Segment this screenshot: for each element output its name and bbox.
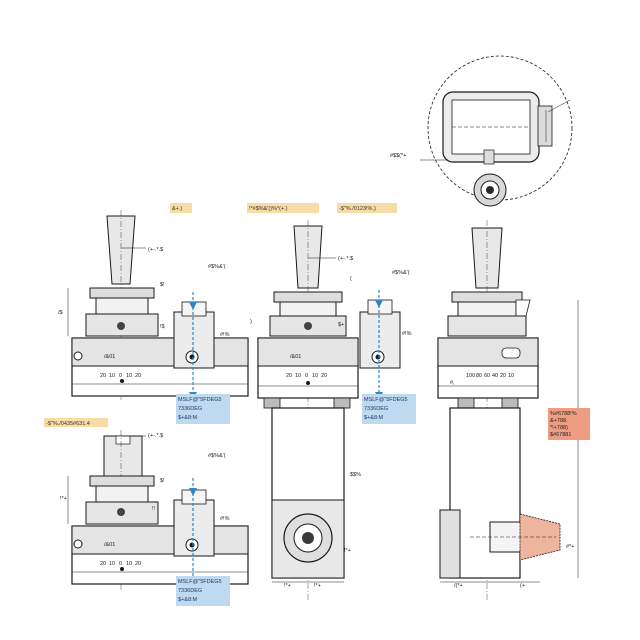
dim-i-bottom-1: !*+ bbox=[284, 583, 291, 589]
dim-q: !! bbox=[152, 506, 156, 512]
dim-f: #!% bbox=[220, 332, 230, 338]
blue-label-line: MSLF@"5FDEG5 bbox=[178, 397, 222, 403]
dim-b: #$%&'( bbox=[208, 264, 226, 270]
dim-l: (+ bbox=[520, 583, 525, 589]
dim-i-left: !*+ bbox=[60, 496, 67, 502]
blue-label-line: $+&8:M bbox=[178, 597, 198, 603]
right-scale: 100 80 60 40 20 10 bbox=[466, 365, 520, 379]
dim-p: ) bbox=[250, 319, 252, 325]
callout-top-middle-1 bbox=[247, 203, 319, 213]
callout-top-left-text: &+.) bbox=[172, 206, 182, 212]
blue-label-left-bottom bbox=[176, 576, 230, 606]
left-bottom-scale: 20 10 0 10 20 bbox=[100, 553, 142, 567]
scale-label: 10 bbox=[295, 373, 301, 379]
left-bottom-view bbox=[67, 430, 249, 590]
scale-label: 100 bbox=[466, 373, 475, 379]
dim-i: !*+ bbox=[344, 548, 351, 554]
scale-label: 20 bbox=[135, 561, 141, 567]
scale-label: 80 bbox=[476, 373, 482, 379]
dim-h: $$% bbox=[350, 472, 361, 478]
scale-label: 10 bbox=[126, 561, 132, 567]
callout-top-middle-1-text: !*#$%&'()%*(+.) bbox=[249, 206, 288, 212]
scale-label: 10 bbox=[109, 373, 115, 379]
scale-label: 10 bbox=[312, 373, 318, 379]
dim-a-3: (+-.*.$ bbox=[338, 256, 353, 262]
scale-label: 20 bbox=[500, 373, 506, 379]
callout-bottom-left bbox=[44, 418, 108, 427]
dim-g: /&01 bbox=[104, 354, 115, 360]
dim-a-2: (+-.*.$ bbox=[148, 433, 163, 439]
dim-f-2: #!% bbox=[220, 516, 230, 522]
detail-view-circle bbox=[420, 55, 573, 207]
scale-label: 20 bbox=[321, 373, 327, 379]
callout-top-middle-2-text: -$"%./0123!%.) bbox=[339, 206, 376, 212]
scale-label: 20 bbox=[100, 561, 106, 567]
blue-label-left-top bbox=[176, 394, 230, 424]
dim-r: #, bbox=[450, 380, 455, 386]
dim-c-2: $! bbox=[160, 478, 165, 484]
blue-label-line: 7336DEG bbox=[178, 588, 202, 594]
dim-k: /(*+ bbox=[454, 583, 463, 589]
dim-j: #$$(*+ bbox=[390, 153, 406, 159]
dim-m: #*+ bbox=[566, 544, 574, 550]
dim-g-3: /&01 bbox=[290, 354, 301, 360]
dim-d: !$ bbox=[160, 324, 165, 330]
dim-a: (+-.*.$ bbox=[148, 247, 163, 253]
callout-right-red-line: &+788. bbox=[550, 418, 568, 424]
right-view bbox=[437, 220, 579, 600]
dim-f-3: #!% bbox=[402, 331, 412, 337]
scale-label: 40 bbox=[492, 373, 498, 379]
left-top-scale: 20 10 0 10 20 bbox=[100, 365, 142, 379]
blue-label-line: $+&8:M bbox=[178, 415, 198, 421]
callout-right-red-line: *!+788) bbox=[550, 425, 568, 431]
callout-right-red-line: %#6788!% bbox=[550, 411, 577, 417]
dim-e: /$ bbox=[58, 310, 63, 316]
middle-view bbox=[257, 220, 401, 600]
dim-i-bottom-2: !*+ bbox=[314, 583, 321, 589]
scale-label: 20 bbox=[100, 373, 106, 379]
blue-label-line: 7336DEG bbox=[364, 406, 388, 412]
dim-g-2: /&01 bbox=[104, 542, 115, 548]
blue-label-line: MSLF@"5FDEG5 bbox=[178, 579, 222, 585]
callout-top-middle-2 bbox=[337, 203, 397, 213]
dim-n: $+ bbox=[338, 322, 344, 328]
scale-label: 0 bbox=[119, 373, 122, 379]
blue-label-middle bbox=[362, 394, 416, 424]
scale-label: 20 bbox=[135, 373, 141, 379]
callout-right-red bbox=[548, 408, 590, 440]
scale-label: 10 bbox=[109, 561, 115, 567]
left-top-view bbox=[67, 210, 249, 400]
scale-label: 0 bbox=[119, 561, 122, 567]
scale-label: 20 bbox=[286, 373, 292, 379]
scale-label: 10 bbox=[508, 373, 514, 379]
callout-right-red-line: $#67881 bbox=[550, 432, 571, 438]
callout-top-left bbox=[170, 203, 192, 213]
scale-label: 10 bbox=[126, 373, 132, 379]
callout-bottom-left-text: -$"%./0435#631.4 bbox=[46, 421, 90, 427]
blue-label-line: 7336DEG bbox=[178, 406, 202, 412]
blue-label-line: $+&8:M bbox=[364, 415, 384, 421]
middle-scale: 20 10 0 10 20 bbox=[286, 365, 328, 379]
dim-o: ( bbox=[350, 276, 352, 282]
blue-label-line: MSLF@"5FDEG5 bbox=[364, 397, 408, 403]
scale-label: 0 bbox=[305, 373, 308, 379]
dim-b-3: #$%&'( bbox=[392, 270, 410, 276]
dim-b-2: #$%&'( bbox=[208, 453, 226, 459]
scale-label: 60 bbox=[484, 373, 490, 379]
dim-c: $! bbox=[160, 282, 165, 288]
